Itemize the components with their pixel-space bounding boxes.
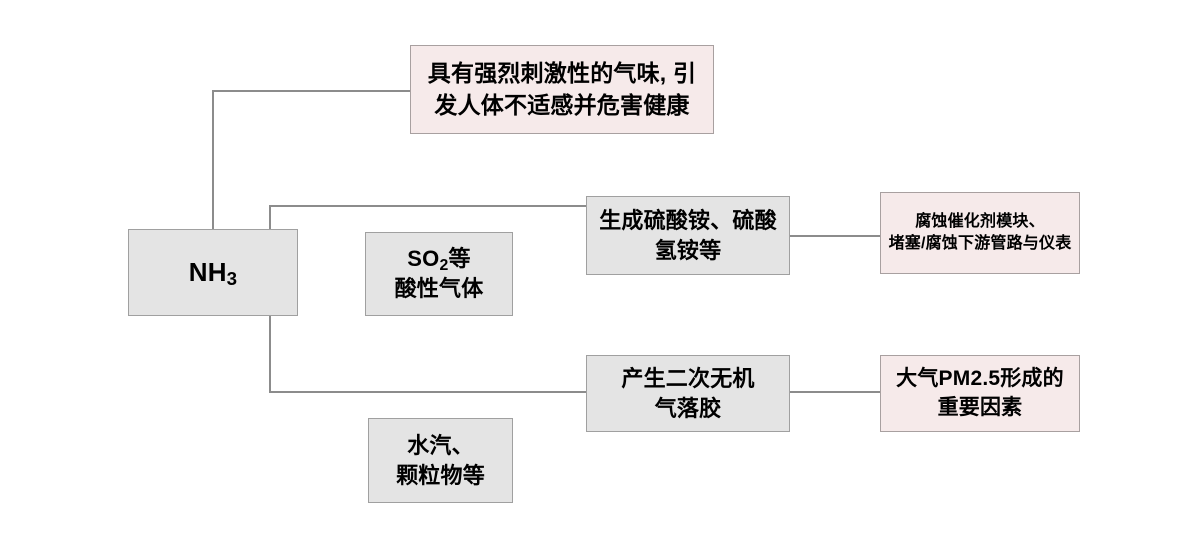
node-corrode-label: 腐蚀催化剂模块、 堵塞/腐蚀下游管路与仪表 (888, 213, 1072, 252)
node-secondary-inorganic-aerosol[interactable]: 产生二次无机 气落胶 (586, 355, 790, 432)
node-pm25-factor[interactable]: 大气PM2.5形成的 重要因素 (880, 355, 1080, 432)
node-so2-label: SO2等酸性气体 (394, 246, 484, 301)
node-aerosol-label: 产生二次无机 气落胶 (621, 365, 755, 421)
node-pm25-label: 大气PM2.5形成的 重要因素 (896, 367, 1064, 419)
connector-nh3-to-aerosol (269, 316, 586, 393)
connector-nh3-to-odor (212, 90, 410, 229)
node-pungent-odor[interactable]: 具有强烈刺激性的气味, 引 发人体不适感并危害健康 (410, 45, 714, 134)
node-water-vapor-particulates[interactable]: 水汽、 颗粒物等 (368, 418, 513, 503)
node-odor-label: 具有强烈刺激性的气味, 引 发人体不适感并危害健康 (427, 60, 697, 118)
node-water-label: 水汽、 颗粒物等 (396, 432, 485, 488)
node-sulfate-label: 生成硫酸铵、硫酸 氢铵等 (599, 207, 777, 263)
node-nh3[interactable]: NH3 (128, 229, 298, 316)
nh3-subscript: 3 (226, 268, 238, 290)
node-nh3-label: NH3 (188, 256, 238, 290)
so2-subscript: 2 (439, 256, 449, 274)
node-ammonium-sulfate-formation[interactable]: 生成硫酸铵、硫酸 氢铵等 (586, 196, 790, 275)
node-so2-line2: 酸性气体 (394, 276, 484, 301)
node-catalyst-corrosion[interactable]: 腐蚀催化剂模块、 堵塞/腐蚀下游管路与仪表 (880, 192, 1080, 274)
connector-nh3-to-sulfate (269, 205, 586, 229)
node-so2-acid-gas[interactable]: SO2等酸性气体 (365, 232, 513, 316)
